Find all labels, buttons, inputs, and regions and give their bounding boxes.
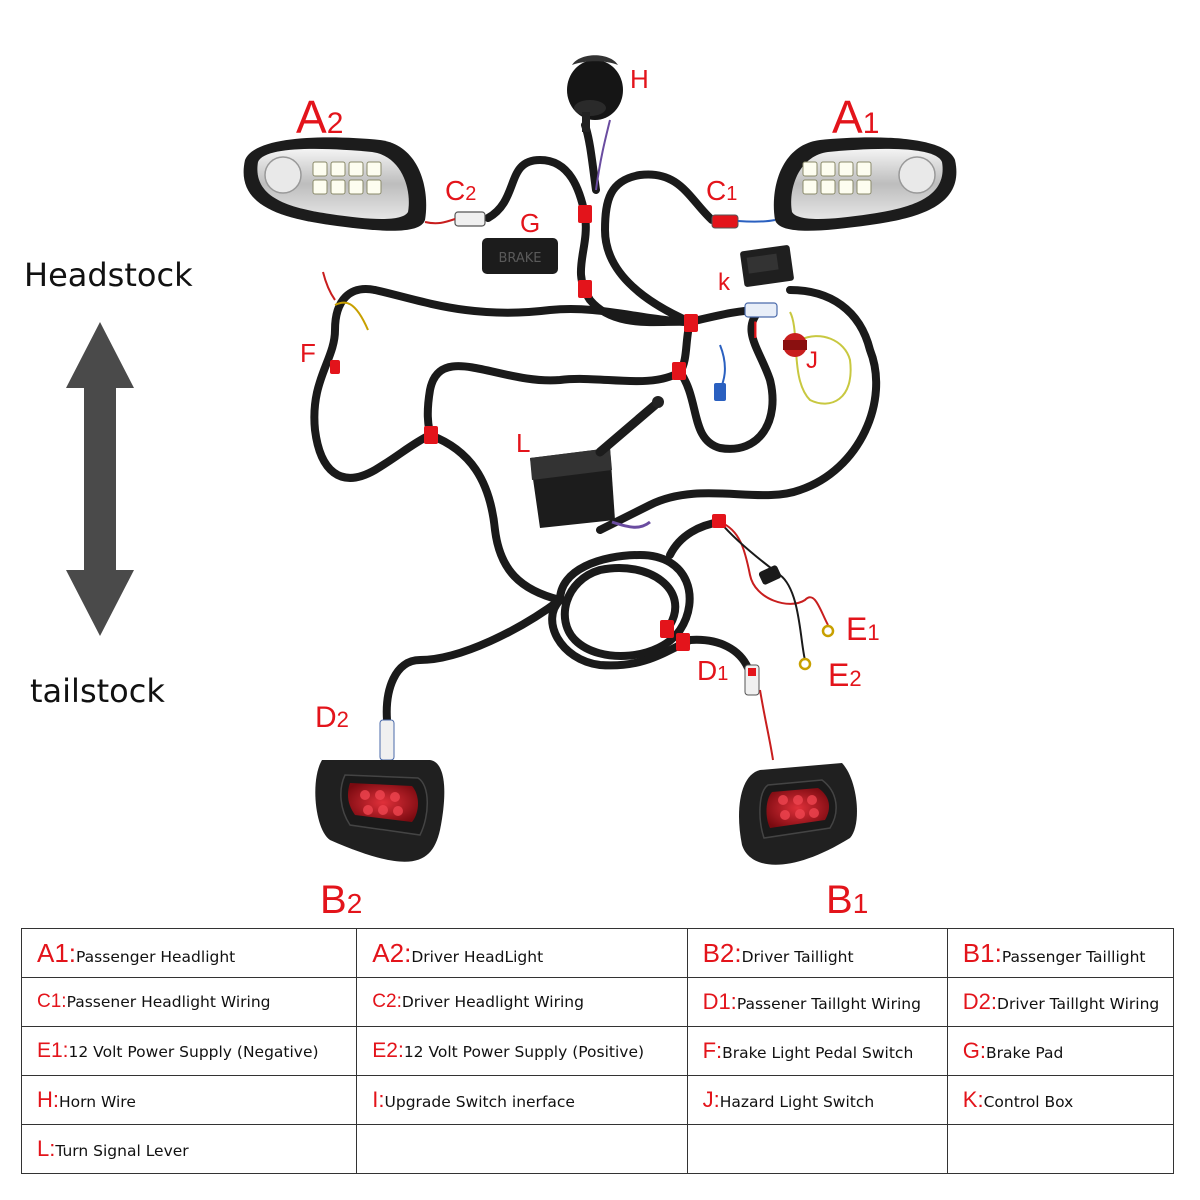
legend-cell: I:Upgrade Switch inerface [356,1075,688,1125]
horn-icon [567,55,623,132]
control-box [740,245,794,287]
tailstock-label: tailstock [30,672,165,710]
callout-h: H [630,64,649,94]
passenger-taillight [739,763,857,865]
callout-i: I [752,317,759,344]
legend-row: L:Turn Signal Lever [20,1124,1175,1174]
legend-cell: E1:12 Volt Power Supply (Negative) [20,1026,358,1076]
legend-cell: D1:Passener Taillght Wiring [686,977,948,1027]
callout-c2: C2 [445,175,476,206]
c2-connector [454,211,486,227]
e2-ring-terminal [798,657,812,671]
legend-cell: J:Hazard Light Switch [686,1075,948,1125]
callout-k: k [718,269,731,296]
hazard-switch [783,333,807,357]
legend-cell: C1:Passener Headlight Wiring [20,977,358,1027]
headstock-label: Headstock [24,256,193,294]
d2-connector [379,719,395,761]
callout-d2: D2 [315,701,349,734]
callout-b2: B2 [320,878,362,922]
callout-a1: A1 [832,91,879,143]
callout-d1: D1 [697,655,728,686]
legend-cell-empty [356,1124,688,1174]
legend-row: C1:Passener Headlight Wiring C2:Driver H… [20,977,1175,1027]
legend-row: A1:Passenger Headlight A2:Driver HeadLig… [20,928,1175,978]
direction-arrow-icon [66,322,134,636]
c1-connector [711,214,739,229]
e1-ring-terminal [821,624,835,638]
callout-g: G [520,208,540,238]
callout-c1: C1 [706,175,737,206]
legend-row: H:Horn Wire I:Upgrade Switch inerface J:… [20,1075,1175,1125]
driver-headlight [243,137,427,231]
legend-cell: A1:Passenger Headlight [20,928,358,978]
legend-row: E1:12 Volt Power Supply (Negative) E2:12… [20,1026,1175,1076]
callout-e1: E1 [846,611,880,647]
brake-pad-text: BRAKE [498,251,541,266]
tape-wraps [330,205,726,651]
legend-cell: G:Brake Pad [946,1026,1175,1076]
legend-cell: H:Horn Wire [20,1075,358,1125]
callout-l: L [516,428,530,458]
legend-cell: A2:Driver HeadLight [356,928,688,978]
upgrade-switch-interface [744,302,778,318]
legend-cell: C2:Driver Headlight Wiring [356,977,688,1027]
driver-taillight [315,760,445,862]
fuse-holder [758,565,782,585]
wiring-harness-diagram: BRAKE [66,55,957,922]
callout-f: F [300,338,316,368]
callout-e2: E2 [828,657,862,693]
turn-signal-lever [530,396,664,529]
legend-cell: E2:12 Volt Power Supply (Positive) [356,1026,688,1076]
legend-cell: B2:Driver Taillight [686,928,948,978]
legend-cell: B1:Passenger Taillight [946,928,1175,978]
legend-cell: D2:Driver Taillght Wiring [946,977,1175,1027]
passenger-headlight [773,137,957,231]
legend-cell: L:Turn Signal Lever [20,1124,358,1174]
blue-connector [714,383,726,401]
legend-cell-empty [946,1124,1175,1174]
wire-harness [310,121,881,724]
callout-b1: B1 [826,878,868,922]
legend-cell: F:Brake Light Pedal Switch [686,1026,948,1076]
legend-cell: K:Control Box [946,1075,1175,1125]
legend-table: A1:Passenger Headlight A2:Driver HeadLig… [20,928,1175,1174]
callout-a2: A2 [296,91,343,143]
brake-pad: BRAKE [482,238,558,274]
callout-j: J [806,347,818,374]
legend-cell-empty [686,1124,948,1174]
